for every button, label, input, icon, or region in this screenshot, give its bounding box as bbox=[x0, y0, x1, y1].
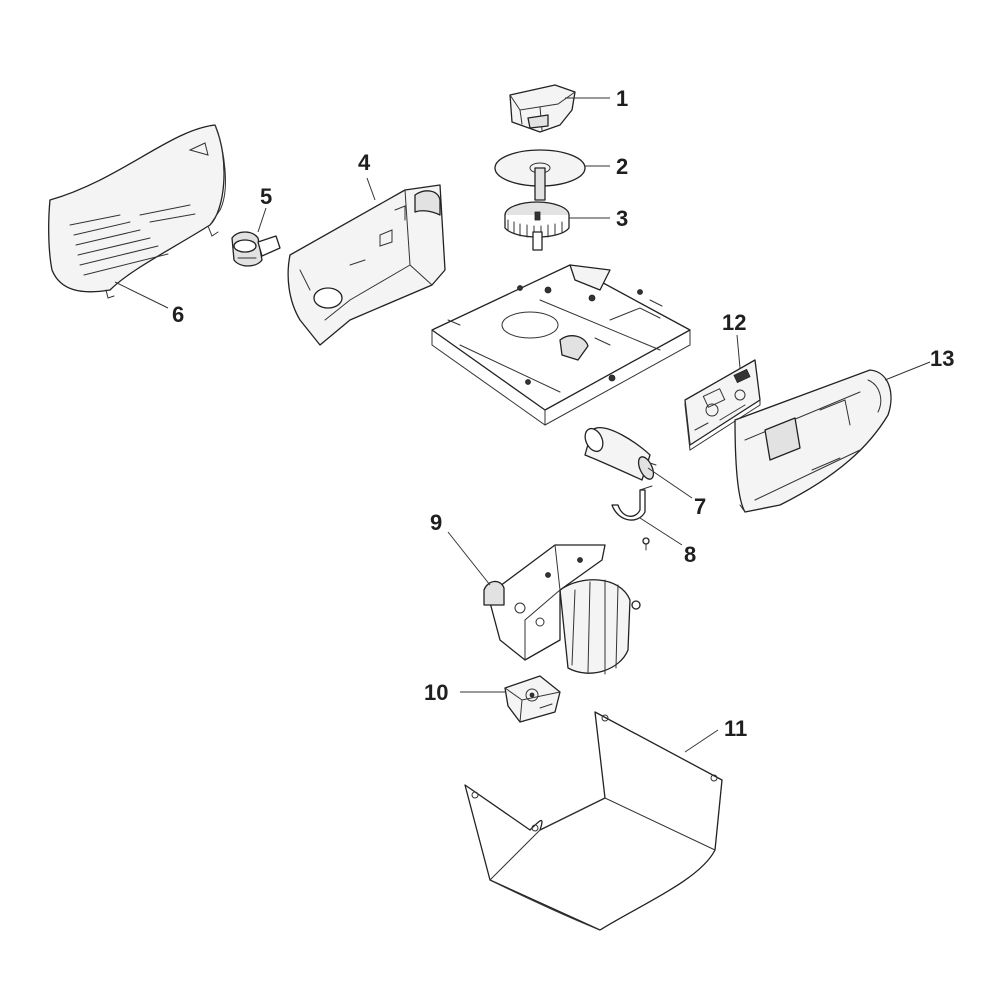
part-5-light-socket bbox=[231, 231, 281, 267]
callout-13: 13 bbox=[930, 346, 954, 371]
leader-4 bbox=[366, 177, 376, 201]
part-7-capacitor bbox=[584, 427, 657, 481]
part-13-end-panel bbox=[734, 369, 892, 513]
part-2-plate bbox=[494, 149, 586, 201]
callout-6: 6 bbox=[172, 302, 184, 327]
part-6-cover bbox=[48, 124, 226, 299]
leader-8 bbox=[639, 517, 683, 546]
part-3-drive-gear bbox=[504, 201, 570, 251]
part-4-end-panel bbox=[287, 184, 446, 346]
callout-2: 2 bbox=[616, 154, 628, 179]
leader-12 bbox=[736, 334, 741, 369]
callout-7: 7 bbox=[694, 494, 706, 519]
part-8-bracket bbox=[611, 485, 653, 551]
part-10-limit-switch bbox=[504, 675, 561, 723]
leader-6 bbox=[114, 281, 169, 309]
callout-12: 12 bbox=[722, 310, 746, 335]
callout-11: 11 bbox=[724, 716, 747, 741]
part-12-circuit-board bbox=[684, 359, 761, 451]
part-1-top-clip bbox=[509, 84, 576, 133]
chassis-plate bbox=[431, 264, 691, 426]
callout-10: 10 bbox=[424, 680, 448, 705]
callout-1: 1 bbox=[616, 86, 628, 111]
leader-9 bbox=[447, 531, 491, 586]
callout-5: 5 bbox=[260, 184, 272, 209]
callout-4: 4 bbox=[358, 150, 371, 175]
part-9-motor bbox=[483, 544, 641, 675]
leader-13 bbox=[884, 361, 931, 381]
callout-9: 9 bbox=[430, 510, 442, 535]
part-11-bottom-cover bbox=[464, 711, 723, 931]
callout-labels: 1 2 3 4 5 6 7 8 9 10 11 12 13 bbox=[172, 86, 954, 741]
callout-8: 8 bbox=[684, 542, 696, 567]
leader-7 bbox=[647, 467, 693, 499]
leader-5 bbox=[257, 207, 267, 233]
leader-11 bbox=[684, 729, 719, 753]
callout-3: 3 bbox=[616, 206, 628, 231]
leader-lines bbox=[114, 97, 931, 753]
